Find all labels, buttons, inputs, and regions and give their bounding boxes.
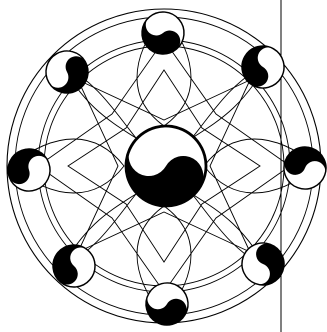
outer-yin-yang-left xyxy=(2,143,56,197)
outer-yin-yang-bottom-left xyxy=(44,236,103,295)
outer-yin-yang-top-right xyxy=(234,38,291,95)
outer-yin-yang-bottom-right xyxy=(236,237,290,291)
outer-yin-yang-top-left xyxy=(38,43,95,100)
outer-yin-yang-top xyxy=(133,3,192,62)
